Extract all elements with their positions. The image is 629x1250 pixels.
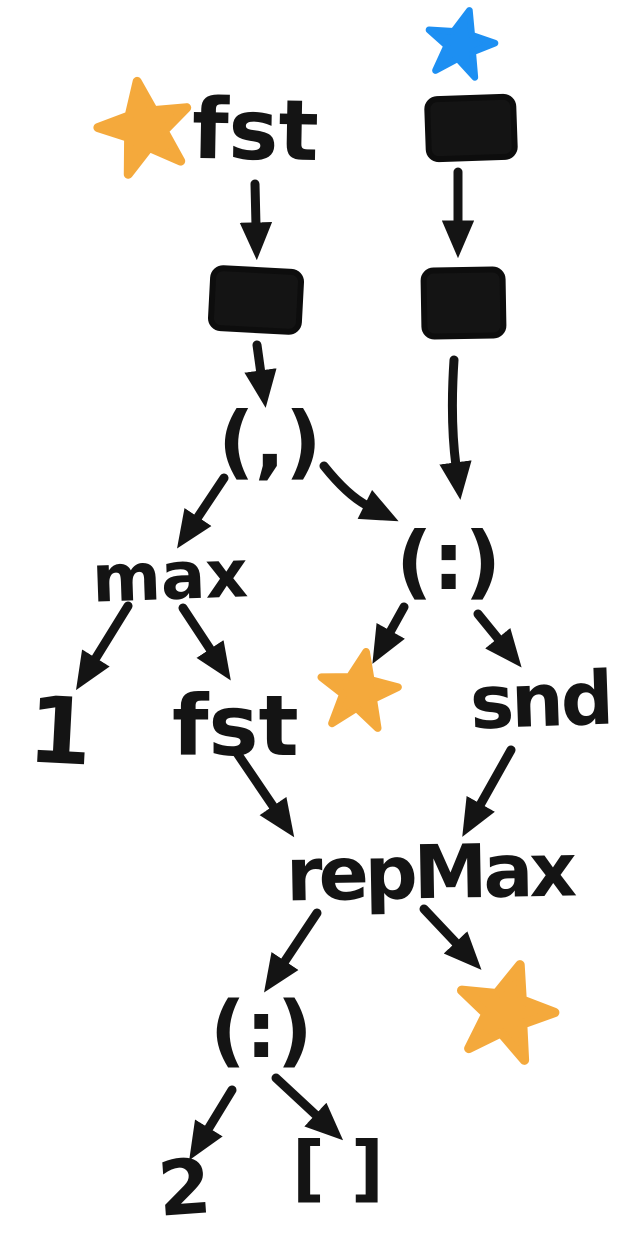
arrow-cons-to-star — [372, 602, 409, 664]
blue-star-icon — [421, 3, 501, 81]
orange-star-icon — [315, 646, 402, 732]
arrows — [76, 167, 522, 1161]
node-repmax: repMax — [285, 827, 574, 919]
arrow-repmax-to-cons — [264, 908, 322, 993]
thunk-box-icon — [424, 93, 518, 163]
arrow-cons-to-snd — [473, 609, 522, 668]
node-fst-inner: fst — [172, 677, 299, 775]
arrow-repmax-to-star — [419, 904, 482, 970]
arrow-cons-to-empty — [271, 1073, 344, 1141]
node-snd: snd — [468, 655, 613, 747]
node-fst-top: fst — [191, 79, 320, 181]
orange-star-icon — [90, 72, 198, 178]
node-cons-constructor-lower: (:) — [210, 986, 313, 1076]
orange-star-icon — [448, 953, 563, 1067]
arrow-fst-to-thunk — [239, 179, 273, 261]
node-max: max — [90, 535, 250, 618]
arrow-snd-to-repmax — [462, 745, 516, 837]
arrow-pair-to-cons — [319, 461, 399, 522]
thunk-box-icon — [207, 265, 305, 335]
node-two: 2 — [154, 1141, 214, 1234]
arrow-max-to-one — [76, 601, 133, 691]
node-pair-constructor: (,) — [218, 395, 322, 488]
node-cons-constructor-upper: (:) — [396, 515, 502, 608]
node-one: 1 — [25, 676, 95, 787]
arrow-thunk-to-cons — [439, 355, 472, 500]
arrow-cons-to-two — [189, 1085, 237, 1161]
node-empty-list: [] — [292, 1126, 410, 1210]
arrow-pair-to-max — [177, 473, 229, 549]
arrow-fst-to-repmax — [232, 748, 295, 838]
arrow-thunk-to-pair — [244, 340, 277, 408]
thunk-box-icon — [420, 266, 507, 340]
arrow-max-to-fst — [178, 603, 231, 681]
